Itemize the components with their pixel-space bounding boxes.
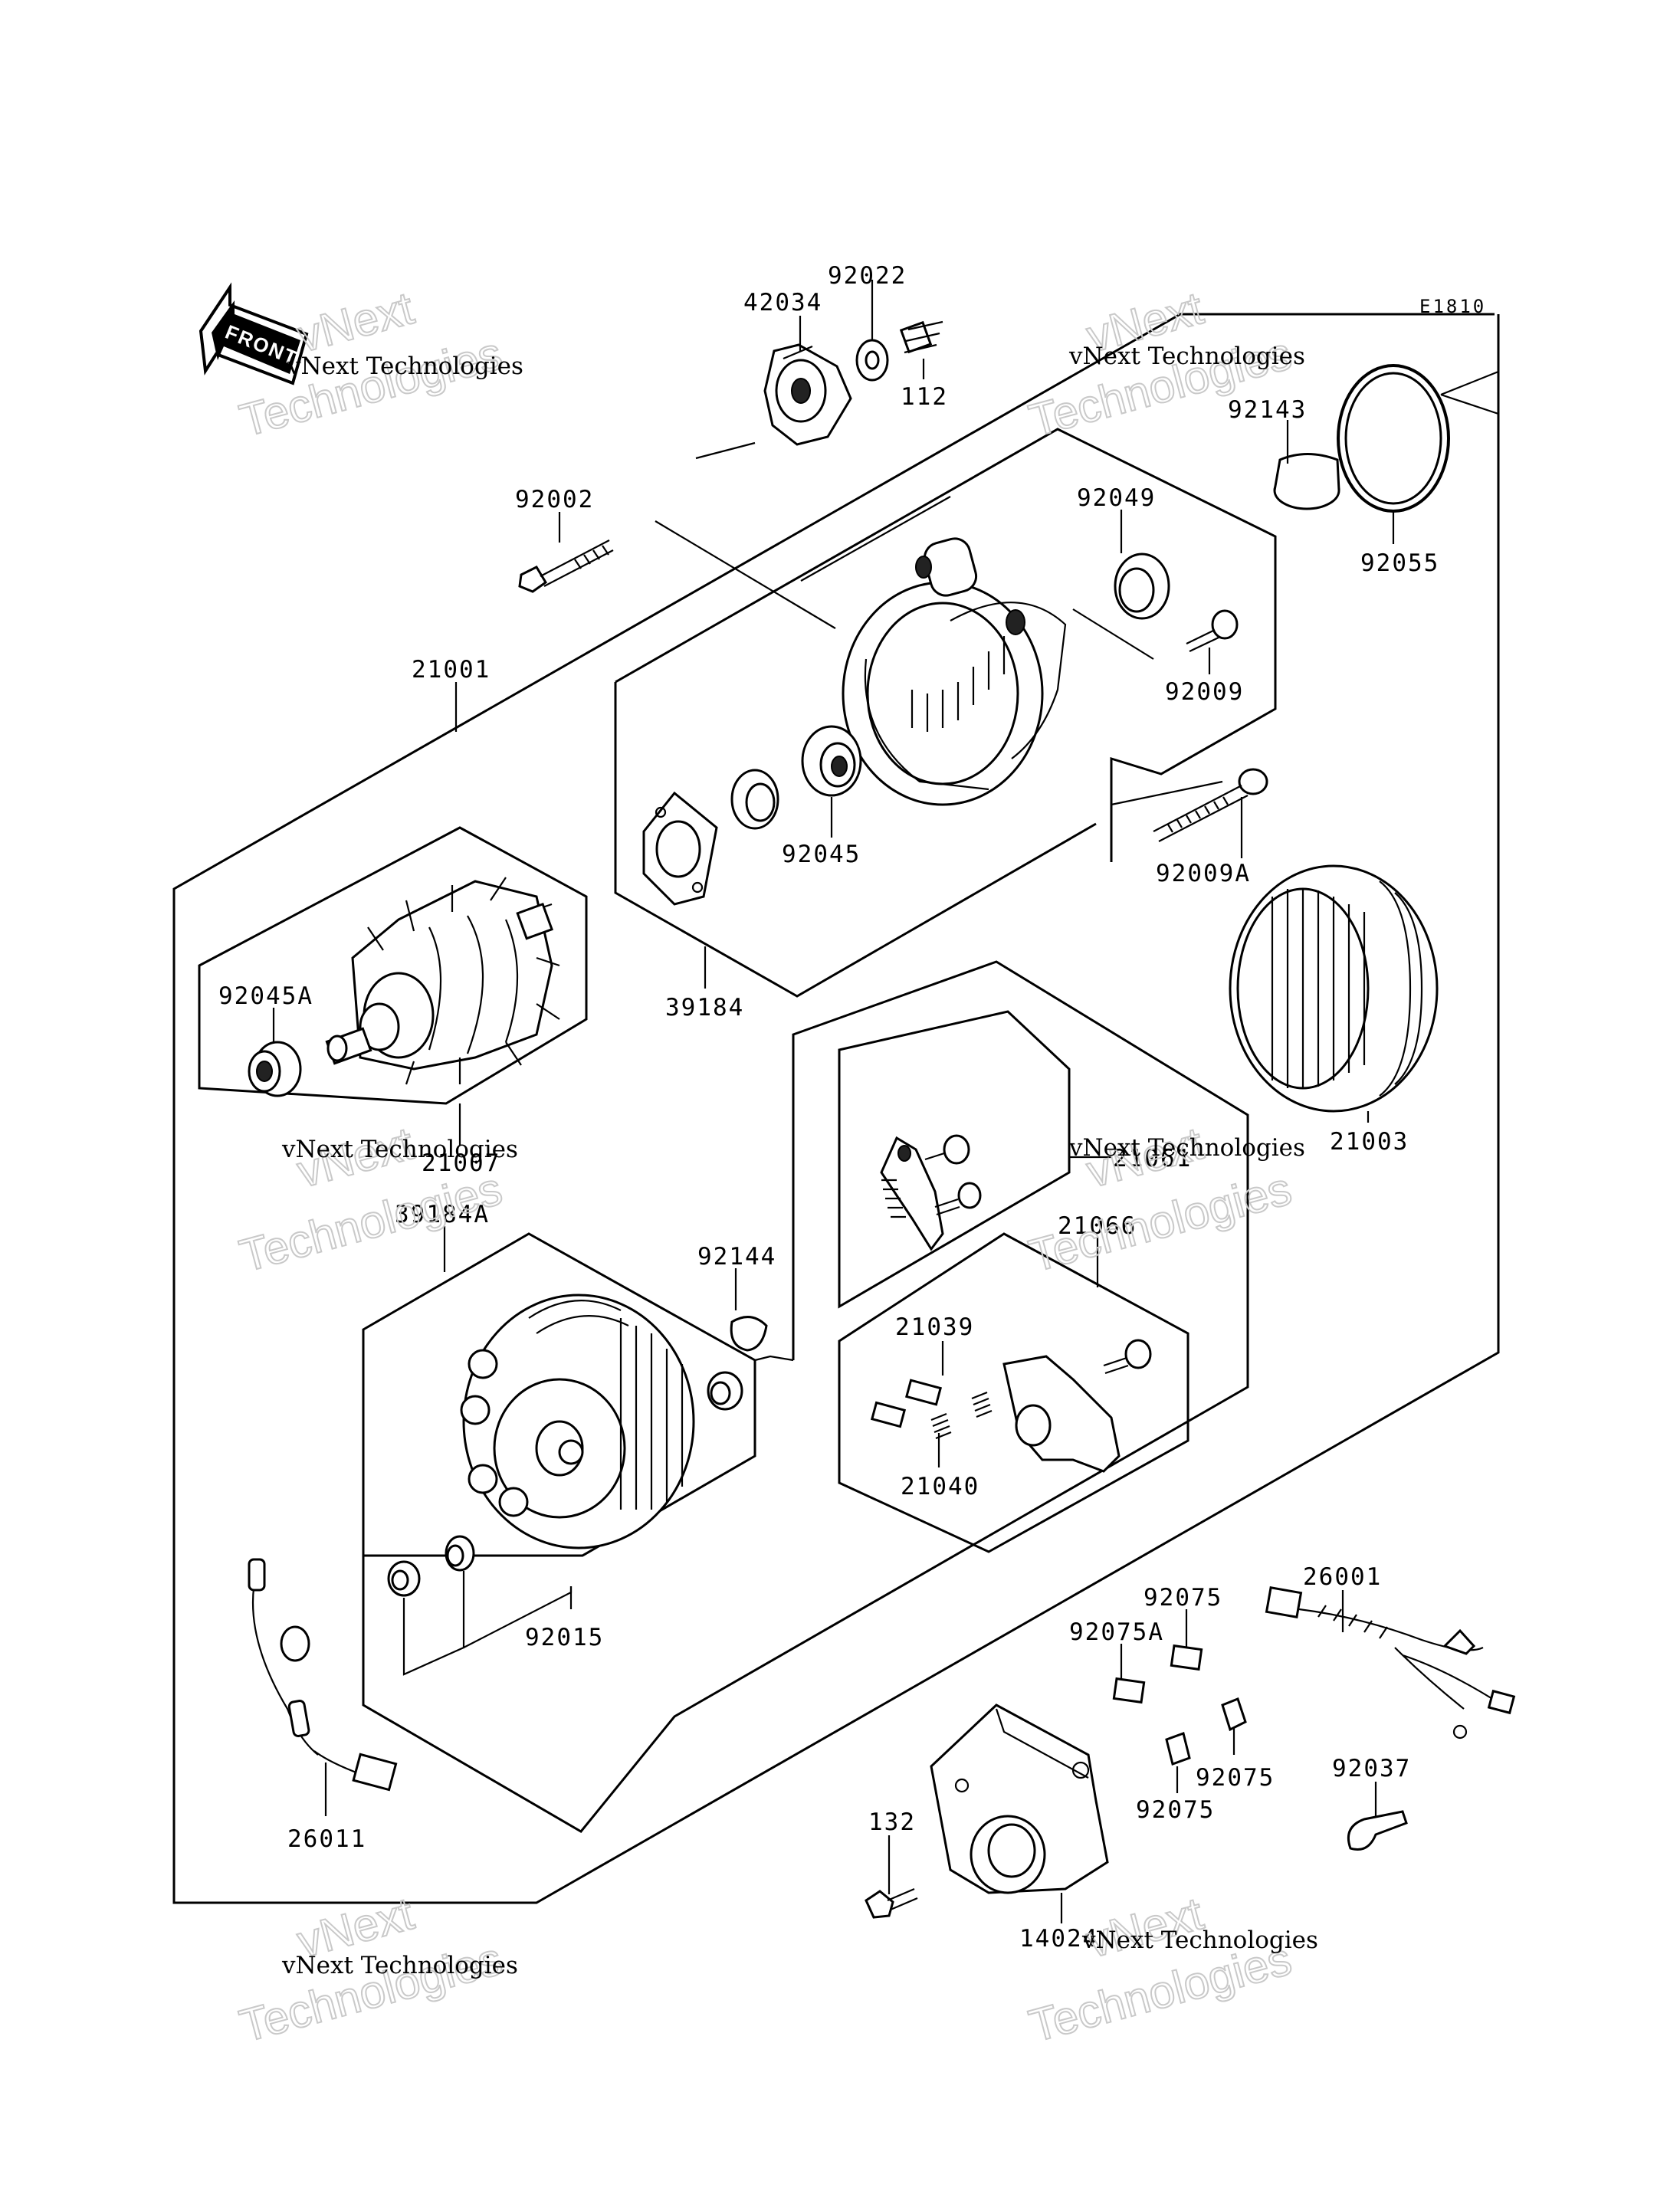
label-92144: 92144: [697, 1243, 776, 1271]
terminal-nut: [707, 1371, 743, 1411]
label-21066: 21066: [1058, 1212, 1137, 1240]
watermark-text: vNext Technologies: [1068, 343, 1305, 370]
watermark-brand-sub: Technologies: [1024, 1162, 1297, 1281]
long-bolt-92009A: [1153, 768, 1268, 842]
label-42034: 42034: [743, 289, 822, 316]
label-39184A: 39184A: [395, 1201, 490, 1228]
bolt-92002: [518, 539, 614, 593]
label-21003: 21003: [1330, 1128, 1409, 1156]
label-21040: 21040: [901, 1473, 979, 1500]
label-21061: 21061: [1113, 1145, 1192, 1172]
label-92055: 92055: [1360, 549, 1439, 577]
harness-26001: [1265, 1586, 1516, 1740]
label-92045: 92045: [782, 841, 861, 868]
watermark-text: vNext Technologies: [1081, 1926, 1318, 1954]
label-14024: 14024: [1019, 1925, 1098, 1953]
nuts-92015: [387, 1535, 573, 1676]
label-92009: 92009: [1165, 678, 1244, 706]
watermark-brand-sub: Technologies: [235, 1162, 507, 1281]
rectifier-21061: [880, 1134, 982, 1251]
cover-14024: [930, 1703, 1109, 1894]
watermark-text: vNext Technologies: [1068, 1134, 1305, 1162]
label-21039: 21039: [895, 1313, 974, 1341]
cap-92143: [1273, 453, 1340, 510]
watermark-top-right: vNext Technologies vNext Technologies: [1023, 281, 1305, 447]
label-26001: 26001: [1303, 1563, 1382, 1591]
leader-lines: [272, 280, 1395, 1923]
watermark-brand: vNext: [292, 282, 419, 362]
label-92015: 92015: [525, 1624, 604, 1651]
label-132: 132: [868, 1808, 916, 1836]
label-21001: 21001: [412, 656, 491, 684]
clip-92144: [730, 1316, 768, 1352]
part-number-labels: 42034 92022 112 92143 92055 92002 92049 …: [218, 262, 1439, 1953]
washer-92022: [855, 339, 889, 382]
label-92002: 92002: [515, 486, 594, 513]
label-26011: 26011: [287, 1825, 366, 1853]
bearing-92045A: [248, 1041, 302, 1097]
o-ring-92055: [1337, 364, 1450, 513]
watermark-bottom-left: vNext Technologies vNext Technologies: [234, 1887, 518, 2052]
rotor-21007: [325, 877, 560, 1085]
label-92049: 92049: [1077, 484, 1156, 512]
bolt-132: [865, 1887, 918, 1919]
nut-112: [899, 320, 943, 354]
seal-92049: [1114, 553, 1170, 620]
bearing-92045: [801, 725, 862, 797]
front-direction-arrow: FRONT: [199, 282, 309, 385]
label-92143: 92143: [1228, 396, 1307, 424]
wire-lead-26011: [248, 1558, 398, 1792]
assembly-boundary-lines: [172, 313, 1500, 1904]
watermark-middle-left: vNext Technologies vNext Technologies: [234, 1117, 518, 1282]
watermark-text: vNext Technologies: [281, 1136, 518, 1163]
screw-92009: [1186, 609, 1239, 652]
label-112: 112: [901, 383, 948, 411]
bearing-retainer-plate: [642, 791, 718, 906]
label-92022: 92022: [828, 262, 907, 290]
label-92045A: 92045A: [218, 982, 313, 1010]
bearing-spacer: [730, 769, 779, 830]
watermark-bottom-right: vNext Technologies vNext Technologies: [1023, 1887, 1318, 2052]
rear-housing-39184A: [460, 1294, 695, 1549]
regulator-21066: [1002, 1339, 1152, 1473]
clamp-92037: [1347, 1810, 1408, 1851]
stator-21003: [1229, 864, 1439, 1113]
label-92075-bottom: 92075: [1136, 1796, 1215, 1824]
brushes-21039: [870, 1379, 993, 1440]
dampers-92075: [1112, 1644, 1247, 1766]
label-39184: 39184: [665, 994, 744, 1021]
label-92075-top: 92075: [1144, 1584, 1222, 1612]
label-21007: 21007: [422, 1149, 500, 1177]
label-92009A: 92009A: [1156, 860, 1251, 887]
label-92075-right: 92075: [1196, 1764, 1275, 1792]
label-92075A: 92075A: [1069, 1618, 1164, 1646]
pulley-42034: [763, 343, 852, 446]
front-housing: [842, 537, 1067, 806]
watermark-text: vNext Technologies: [281, 1952, 518, 1979]
watermark-brand-sub: Technologies: [235, 1933, 507, 2051]
label-92037: 92037: [1332, 1755, 1411, 1782]
watermark-text: vNext Technologies: [287, 353, 523, 380]
watermark-middle-right: vNext Technologies vNext Technologies: [1023, 1117, 1305, 1282]
